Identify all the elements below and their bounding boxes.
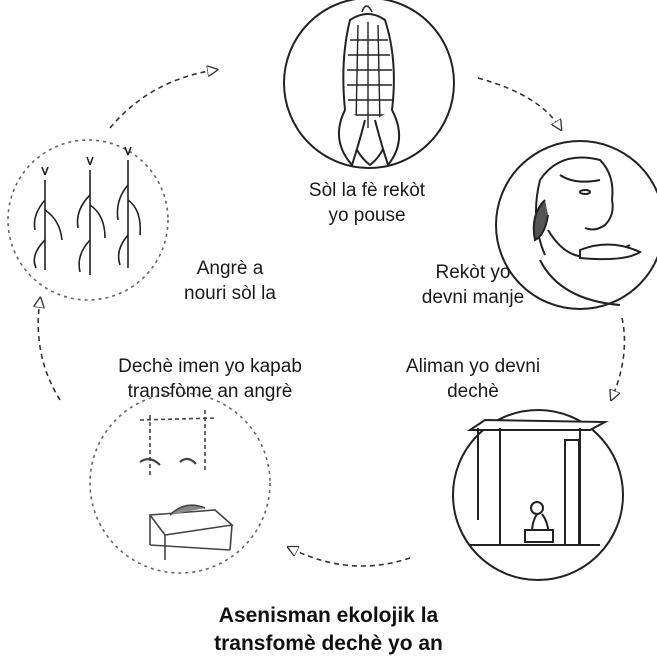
label-corn-line-2: yo pouse [328, 205, 406, 226]
cycle-arrows [38, 70, 626, 567]
caption-line-2: transfomè dechè yo an [214, 632, 443, 655]
label-latrine: Aliman yo devni dechè [388, 354, 558, 404]
arrow-compost-to-crops [38, 300, 61, 401]
label-crops: Angrè a nouri sòl la [165, 256, 295, 306]
crops-illustration [7, 139, 169, 301]
label-eating: Rekòt yo devni manje [398, 260, 548, 310]
latrine-icon [466, 418, 609, 546]
compost-bin-icon [139, 410, 234, 560]
corn-cob-icon [337, 5, 400, 168]
label-corn-line-1: Sòl la fè rekòt [308, 180, 426, 201]
label-corn: Sòl la fè rekòt yo pouse [252, 178, 482, 228]
label-latrine-line-2: dechè [447, 381, 499, 402]
label-eating-line-2: devni manje [421, 287, 525, 308]
caption-line-1: Asenisman ekolojik la [218, 604, 439, 627]
arrow-corn-to-eating [477, 77, 560, 128]
label-crops-line-2: nouri sòl la [184, 283, 276, 304]
label-eating-line-1: Rekòt yo [435, 262, 511, 283]
person-eating-icon [532, 156, 643, 306]
label-latrine-line-1: Aliman yo devni [405, 356, 541, 377]
label-compost-line-1: Dechè imen yo kapab [118, 356, 302, 377]
arrow-eating-to-latrine [612, 317, 626, 398]
label-compost: Dechè imen yo kapab transfòme an angrè [90, 354, 330, 404]
label-crops-line-1: Angrè a [196, 258, 264, 279]
latrine-illustration [452, 409, 624, 581]
crops-field-icon [33, 146, 142, 275]
compost-illustration [89, 392, 271, 574]
eating-illustration [495, 140, 657, 310]
arrow-crops-to-corn [109, 70, 215, 129]
corn-illustration [283, 0, 455, 169]
diagram-caption: Asenisman ekolojik la transfomè dechè yo… [0, 602, 657, 658]
arrow-latrine-to-compost [290, 548, 411, 567]
label-compost-line-2: transfòme an angrè [127, 381, 293, 402]
